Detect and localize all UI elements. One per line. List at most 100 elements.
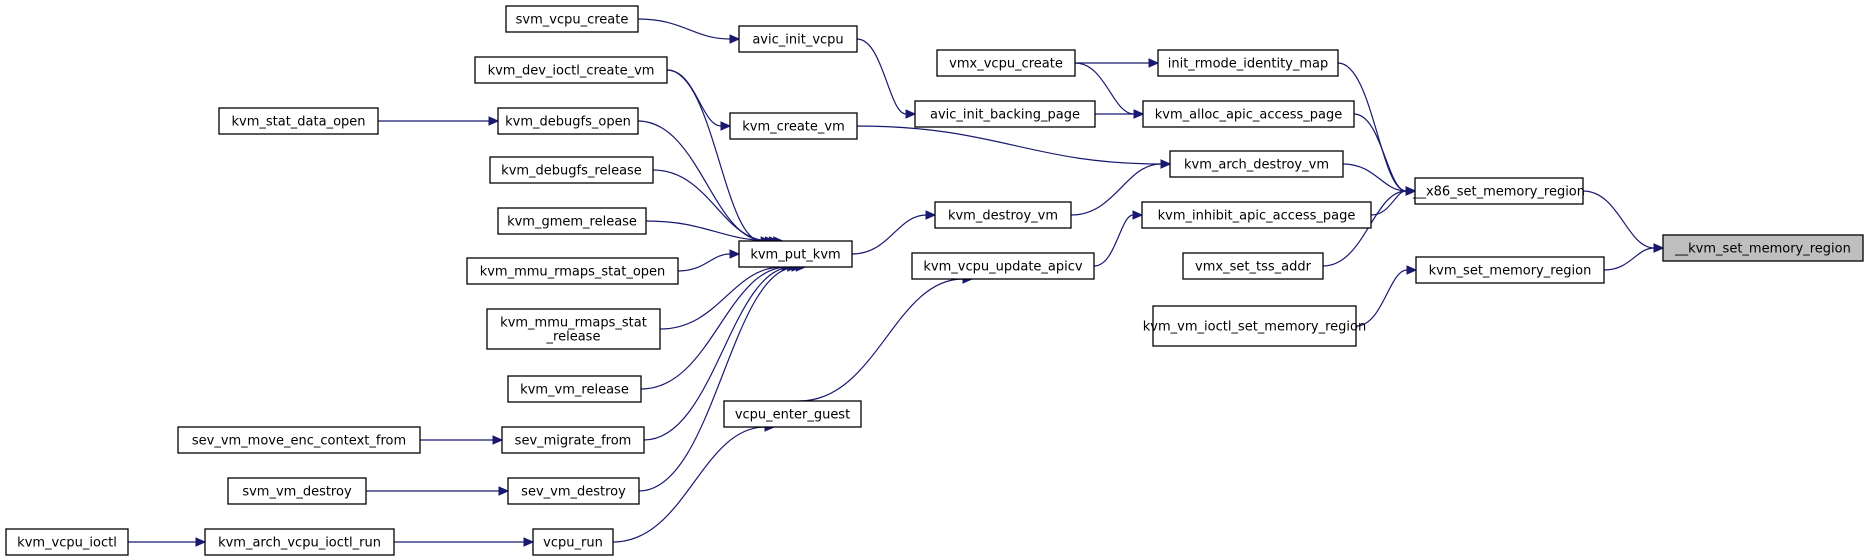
node-svmcreate[interactable]: svm_vcpu_create (505, 5, 639, 33)
arrowhead (1148, 58, 1160, 68)
node-box (227, 477, 367, 505)
arrowhead (925, 210, 937, 220)
node-label: init_rmode_identity_map (1168, 57, 1329, 72)
node-box (177, 426, 421, 454)
node-box (936, 49, 1076, 77)
node-label: vmx_set_tss_addr (1195, 260, 1312, 275)
arrowhead (1160, 159, 1172, 169)
node-avicbacking[interactable]: avic_init_backing_page (914, 100, 1096, 128)
node-box (729, 112, 858, 140)
node-ioctlsetmem[interactable]: kvm_vm_ioctl_set_memory_region (1143, 305, 1366, 347)
node-label: kvm_mmu_rmaps_stat_open (480, 265, 666, 280)
arrowhead (498, 486, 510, 496)
node-moveenc[interactable]: sev_vm_move_enc_context_from (177, 426, 421, 454)
node-vmxcreate[interactable]: vmx_vcpu_create (936, 49, 1076, 77)
node-rmapsrel[interactable]: kvm_mmu_rmaps_stat_release (486, 308, 661, 350)
node-box (1141, 201, 1372, 229)
node-box (497, 207, 647, 235)
node-createvm[interactable]: kvm_create_vm (729, 112, 858, 140)
arrowhead (195, 537, 207, 547)
node-box (1415, 256, 1605, 284)
arrowhead (488, 116, 500, 126)
node-label: kvm_set_memory_region (1429, 264, 1592, 279)
node-label: vcpu_run (543, 536, 603, 551)
node-label: kvm_vcpu_ioctl (17, 536, 117, 551)
node-label: kvm_vm_release (520, 383, 629, 398)
node-archrun[interactable]: kvm_arch_vcpu_ioctl_run (204, 528, 395, 556)
node-box (204, 528, 395, 556)
edge-updateapicv-to-inhibit (1093, 214, 1134, 267)
node-avicvcpu[interactable]: avic_init_vcpu (738, 25, 858, 53)
node-label: sev_vm_move_enc_context_from (192, 434, 406, 449)
node-box (1414, 177, 1584, 205)
node-destroyvm[interactable]: kvm_destroy_vm (934, 201, 1072, 229)
node-tss[interactable]: vmx_set_tss_addr (1182, 252, 1324, 280)
node-setmem[interactable]: kvm_set_memory_region (1415, 256, 1605, 284)
node-label: __kvm_set_memory_region (1674, 242, 1851, 257)
node-statopen[interactable]: kvm_stat_data_open (218, 107, 379, 135)
edge-avicvcpu-to-avicbacking (856, 38, 907, 115)
node-box (474, 56, 668, 84)
edge-vmrel-to-putkvm (640, 266, 788, 390)
edge-gmemrel-to-putkvm (645, 220, 774, 242)
node-box (1169, 150, 1344, 178)
node-box (501, 426, 645, 454)
node-box (738, 240, 853, 268)
node-devioctl[interactable]: kvm_dev_ioctl_create_vm (474, 56, 668, 84)
node-root[interactable]: __kvm_set_memory_region (1662, 234, 1864, 262)
node-box (1662, 234, 1864, 262)
edge-svmcreate-to-avicvcpu (637, 18, 731, 40)
node-migrate[interactable]: sev_migrate_from (501, 426, 645, 454)
node-label: kvm_arch_destroy_vm (1184, 158, 1329, 173)
node-debugfsopen[interactable]: kvm_debugfs_open (497, 107, 639, 135)
node-box (507, 375, 642, 403)
node-label: kvm_debugfs_release (501, 164, 642, 179)
arrowhead (1405, 186, 1417, 196)
node-box (497, 107, 639, 135)
edge-inhibit-to-x86 (1370, 190, 1407, 216)
node-sevdestroy[interactable]: sev_vm_destroy (507, 477, 640, 505)
node-box (1182, 252, 1324, 280)
node-svmdestroy[interactable]: svm_vm_destroy (227, 477, 367, 505)
node-vmrel[interactable]: kvm_vm_release (507, 375, 642, 403)
node-box (486, 308, 661, 350)
node-label: kvm_gmem_release (507, 215, 637, 230)
node-putkvm[interactable]: kvm_put_kvm (738, 240, 853, 268)
node-rmode[interactable]: init_rmode_identity_map (1157, 49, 1339, 77)
node-box (489, 156, 654, 184)
node-updateapicv[interactable]: kvm_vcpu_update_apicv (911, 252, 1095, 280)
node-gmemrel[interactable]: kvm_gmem_release (497, 207, 647, 235)
node-label: kvm_destroy_vm (948, 209, 1058, 224)
node-label: kvm_debugfs_open (505, 115, 631, 130)
arrowhead (1132, 210, 1144, 220)
node-box (532, 528, 614, 556)
node-box (5, 528, 129, 556)
nodes-layer: __kvm_set_memory_region __x86_set_memory_… (5, 5, 1864, 556)
node-vcpurun[interactable]: vcpu_run (532, 528, 614, 556)
node-label: kvm_vcpu_update_apicv (923, 260, 1082, 275)
edge-createvm-to-archdestroy (856, 125, 1162, 165)
node-vcpuioctl[interactable]: kvm_vcpu_ioctl (5, 528, 129, 556)
node-label: kvm_create_vm (742, 120, 845, 135)
edge-allocapic-to-x86 (1353, 113, 1407, 192)
node-box (1152, 305, 1357, 347)
node-rmapsopen[interactable]: kvm_mmu_rmaps_stat_open (466, 257, 679, 285)
arrowhead (1406, 265, 1418, 275)
node-label: sev_vm_destroy (521, 485, 626, 500)
node-inhibit[interactable]: kvm_inhibit_apic_access_page (1141, 201, 1372, 229)
node-enterguest[interactable]: vcpu_enter_guest (723, 400, 862, 428)
node-box (911, 252, 1095, 280)
edge-rmapsrel-to-putkvm (659, 266, 783, 330)
arrowhead (905, 109, 917, 119)
node-x86[interactable]: __x86_set_memory_region (1412, 177, 1585, 205)
node-label: kvm_arch_vcpu_ioctl_run (218, 536, 381, 551)
node-archdestroy[interactable]: kvm_arch_destroy_vm (1169, 150, 1344, 178)
node-label: sev_migrate_from (515, 434, 632, 449)
arrowhead (720, 121, 732, 131)
node-allocapic[interactable]: kvm_alloc_apic_access_page (1142, 100, 1355, 128)
node-box (466, 257, 679, 285)
node-label: vmx_vcpu_create (949, 57, 1063, 72)
node-debugfsrel[interactable]: kvm_debugfs_release (489, 156, 654, 184)
arrowhead (729, 249, 741, 259)
